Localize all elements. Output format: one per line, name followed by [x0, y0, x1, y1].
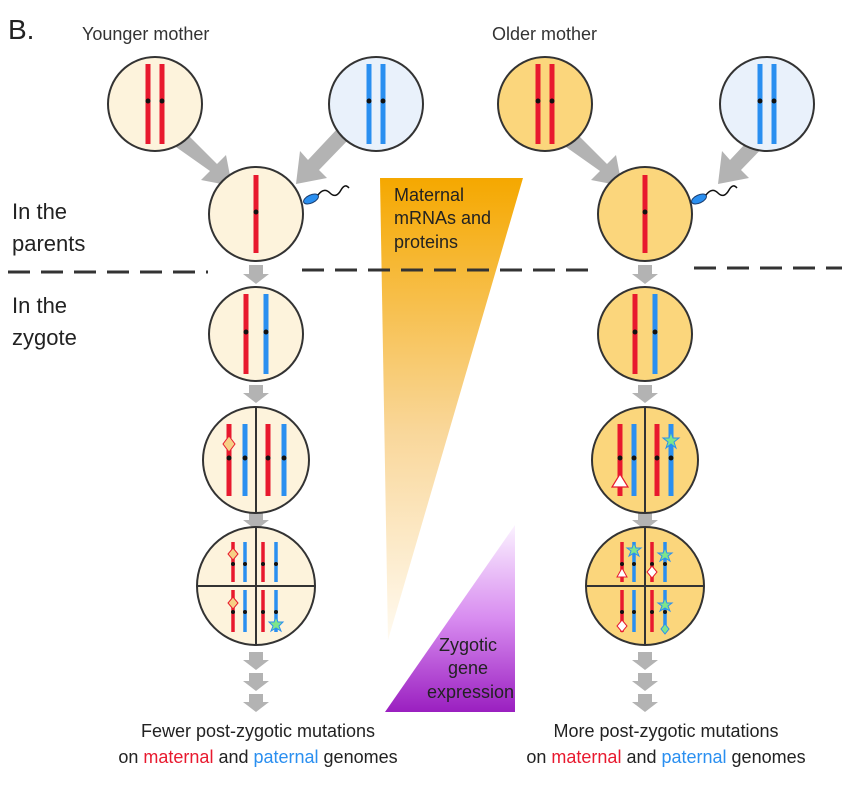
- zygotic-wedge-line1: Zygotic: [438, 635, 498, 655]
- older-mother-column: [497, 56, 815, 712]
- mutation-marker-star: [267, 615, 285, 633]
- father-germ-cell: [719, 56, 815, 152]
- four-cell-embryo: [196, 526, 316, 646]
- younger-outcome-line1: Fewer post-zygotic mutations: [140, 721, 376, 741]
- sperm-icon: [303, 185, 350, 205]
- oocyte-cell: [597, 166, 693, 262]
- mutation-marker-triangle: [610, 472, 630, 488]
- mutation-marker: [616, 619, 628, 633]
- arrow-down-2: [243, 385, 269, 403]
- mutation-marker-star: [656, 596, 674, 613]
- older-outcome-caption: More post-zygotic mutations on maternal …: [488, 718, 844, 770]
- stage-label-zygote: In the zygote: [12, 290, 77, 354]
- arrow-down-4: [632, 652, 658, 670]
- younger-outcome-suffix: genomes: [318, 747, 398, 768]
- mother-germ-cell: [107, 56, 203, 152]
- older-outcome-maternal: maternal: [551, 747, 622, 768]
- stage-label-zygote-line1: In the: [12, 293, 68, 318]
- mutation-marker: [227, 547, 239, 561]
- older-outcome-middle: and: [621, 747, 662, 768]
- zygotic-wedge-label: Zygotic gene expression: [427, 634, 515, 704]
- arrow-down-1: [243, 265, 269, 284]
- mutation-marker: [660, 623, 670, 635]
- arrow-down-4: [243, 652, 269, 670]
- panel-label: B.: [8, 14, 35, 45]
- mutation-marker: [646, 565, 658, 579]
- arrow-down-6: [632, 694, 658, 712]
- maternal-wedge-label: Maternal mRNAs and proteins: [394, 184, 491, 254]
- older-outcome-line2: on maternal and paternal genomes: [488, 744, 844, 770]
- arrow-egg-to-oocyte: [566, 135, 622, 186]
- stage-label-parents-line1: In the: [12, 199, 68, 224]
- older-outcome-suffix: genomes: [726, 747, 806, 768]
- sperm-icon: [691, 185, 738, 205]
- arrow-sperm-to-oocyte: [296, 127, 350, 184]
- younger-outcome-paternal: paternal: [253, 747, 319, 768]
- maternal-wedge-line1: Maternal: [394, 185, 465, 205]
- stage-label-zygote-line2: zygote: [12, 324, 77, 350]
- younger-outcome-maternal: maternal: [143, 747, 214, 768]
- maternal-wedge: [380, 178, 523, 640]
- stage-label-parents: In the parents: [12, 196, 85, 260]
- zygote-cell: [208, 286, 304, 382]
- mutation-marker-star: [625, 541, 643, 558]
- two-cell-embryo: [202, 406, 310, 514]
- older-outcome-line1: More post-zygotic mutations: [553, 721, 779, 741]
- mother-germ-cell: [497, 56, 593, 152]
- arrow-down-2: [632, 385, 658, 403]
- two-cell-embryo: [591, 406, 699, 514]
- arrow-down-5: [632, 673, 658, 691]
- stage-label-parents-line2: parents: [12, 230, 86, 256]
- zygotic-wedge-line3: expression: [427, 681, 515, 702]
- oocyte-cell: [208, 166, 304, 262]
- arrow-down-6: [243, 694, 269, 712]
- arrow-down-1: [632, 265, 658, 284]
- maternal-wedge-line2: mRNAs and: [394, 208, 492, 229]
- arrow-egg-to-oocyte: [176, 135, 232, 186]
- mutation-marker: [222, 435, 236, 453]
- parents-zygote-separator: [8, 266, 842, 274]
- older-mother-title: Older mother: [492, 24, 598, 44]
- younger-mother-column: [107, 56, 424, 712]
- arrow-down-3: [243, 512, 269, 530]
- four-cell-embryo: [585, 526, 705, 646]
- zygotic-wedge-line2: gene: [447, 658, 489, 679]
- zygotic-wedge: [385, 525, 515, 712]
- mutation-marker-star: [656, 546, 674, 563]
- older-outcome-prefix: on: [526, 747, 552, 768]
- mutation-marker-star: [661, 430, 681, 450]
- maternal-wedge-line3: proteins: [394, 231, 459, 252]
- older-outcome-paternal: paternal: [661, 747, 727, 768]
- younger-outcome-line2: on maternal and paternal genomes: [78, 744, 438, 770]
- younger-outcome-caption: Fewer post-zygotic mutations on maternal…: [78, 718, 438, 770]
- mutation-marker-triangle: [616, 566, 628, 578]
- mutation-marker: [227, 596, 239, 610]
- younger-mother-title: Younger mother: [82, 24, 210, 44]
- father-germ-cell: [328, 56, 424, 152]
- zygote-cell: [597, 286, 693, 382]
- arrow-down-3: [632, 512, 658, 530]
- arrow-down-5: [243, 673, 269, 691]
- younger-outcome-prefix: on: [118, 747, 144, 768]
- younger-outcome-middle: and: [213, 747, 254, 768]
